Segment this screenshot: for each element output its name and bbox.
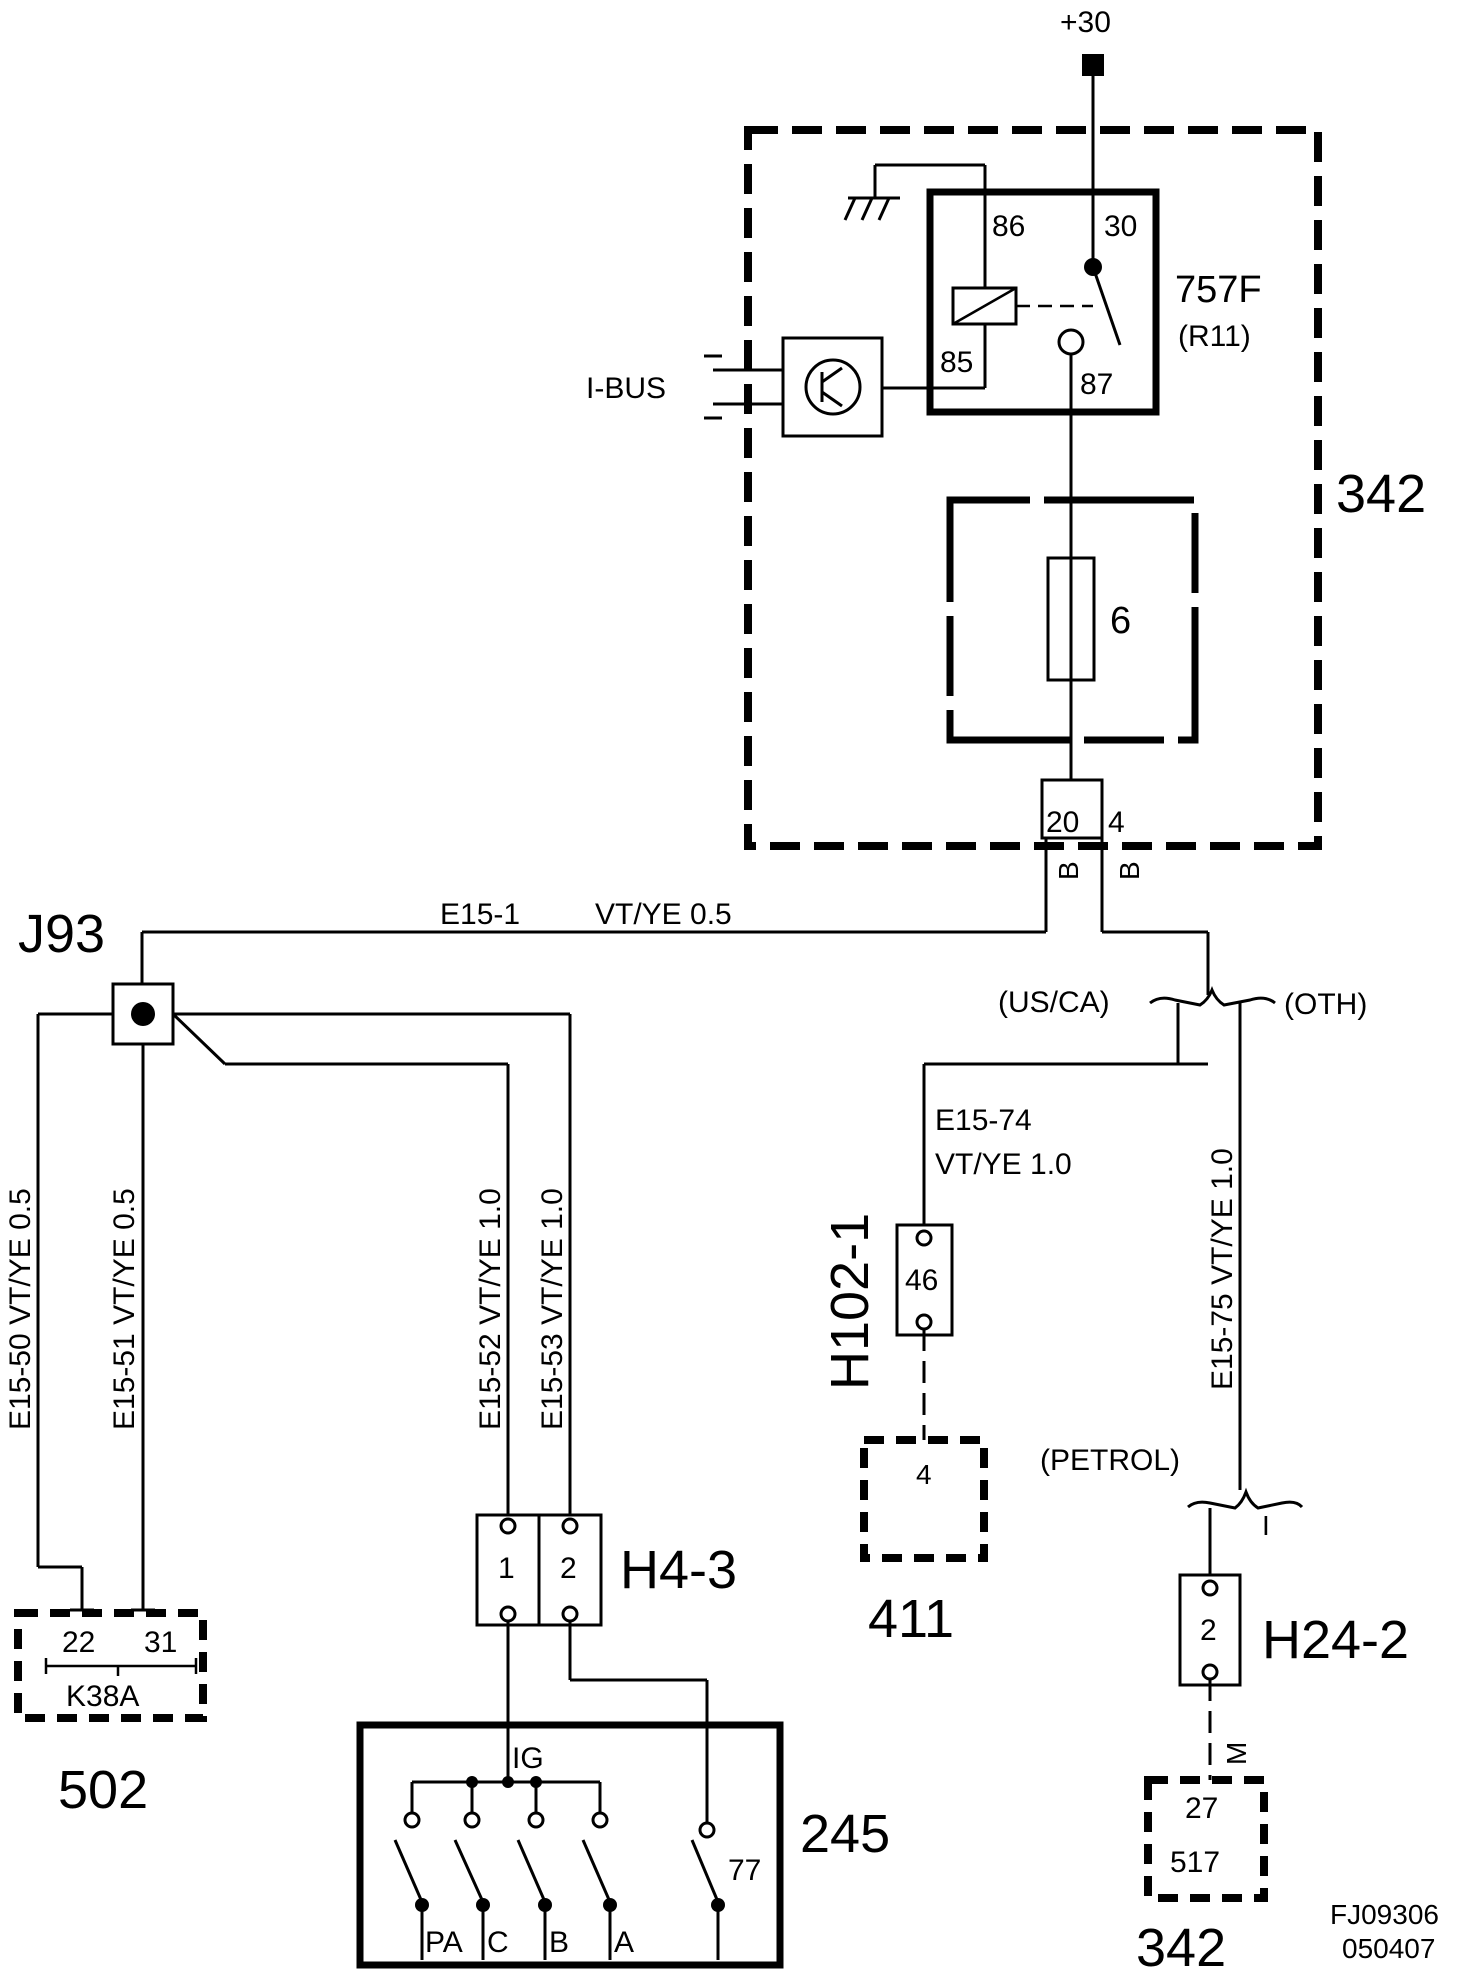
wire-e15-50-label: E15-50 VT/YE 0.5 [4, 1188, 37, 1430]
variant-us-ca: (US/CA) [998, 986, 1110, 1019]
connector-pin-4: 4 [1108, 806, 1125, 839]
relay-pin-30: 30 [1104, 210, 1137, 243]
relay-pin-87: 87 [1080, 368, 1113, 401]
h4-3-label: H4-3 [620, 1540, 737, 1600]
wire-e15-1-spec: VT/YE 0.5 [595, 898, 732, 931]
component-411-box [860, 1436, 988, 1562]
ignition-switch-77 [690, 1839, 720, 1903]
component-517-label: 517 [1170, 1846, 1220, 1879]
component-502-label: 502 [58, 1760, 148, 1820]
component-517-box [1144, 1776, 1268, 1902]
connector-20-4 [1040, 778, 1104, 840]
component-517-pin: 27 [1185, 1792, 1218, 1825]
variant-oth: (OTH) [1284, 988, 1367, 1021]
ignition-a: A [614, 1926, 634, 1959]
component-245-label: 245 [800, 1804, 890, 1864]
relay-pin-86: 86 [992, 210, 1025, 243]
component-411-pin: 4 [916, 1459, 932, 1490]
ignition-77: 77 [728, 1854, 761, 1887]
ignition-b: B [549, 1926, 569, 1959]
relay-pin-85: 85 [940, 346, 973, 379]
relay-contact-87 [1057, 328, 1085, 356]
component-342-bottom-label: 342 [1136, 1918, 1226, 1978]
ibus-label: I-BUS [586, 372, 666, 405]
k38a-pin-22: 22 [62, 1626, 95, 1659]
h102-1-pin: 46 [905, 1264, 938, 1297]
h24-2-code: M [1221, 1742, 1252, 1765]
transistor-icon [804, 358, 862, 416]
ignition-ig: IG [512, 1742, 544, 1775]
component-502-box [14, 1609, 207, 1722]
wire-e15-51-label: E15-51 VT/YE 0.5 [108, 1188, 141, 1430]
relay-name: 757F [1175, 269, 1262, 311]
component-411-label: 411 [868, 1589, 954, 1649]
wire-e15-75-label: E15-75 VT/YE 1.0 [1206, 1148, 1239, 1390]
k38a-pin-31: 31 [144, 1626, 177, 1659]
ignition-switch-b [516, 1839, 547, 1903]
ignition-switch-c [453, 1839, 485, 1903]
petrol-brace [1187, 1487, 1304, 1510]
figure-id-line2: 050407 [1342, 1933, 1435, 1964]
ignition-switch-box [356, 1721, 784, 1969]
component-342-top-label: 342 [1336, 464, 1426, 524]
fuse-holder [946, 496, 1199, 744]
relay-sub: (R11) [1178, 320, 1251, 353]
wire-e15-74-spec: VT/YE 1.0 [935, 1148, 1072, 1181]
wire-e15-1-label: E15-1 [440, 898, 520, 931]
connector-code-right: B [1114, 861, 1145, 880]
wire-e15-74-label: E15-74 [935, 1104, 1032, 1137]
ignition-switch-a [581, 1839, 612, 1903]
h24-2-label: H24-2 [1262, 1610, 1409, 1670]
k38a-label: K38A [66, 1680, 139, 1713]
fuse-number: 6 [1110, 600, 1131, 642]
connector-code-left: B [1053, 861, 1084, 880]
connector-pin-20: 20 [1046, 806, 1079, 839]
component-342-top-box [744, 126, 1322, 850]
h4-3-pin1: 1 [498, 1552, 515, 1585]
variant-tick: I [1262, 1510, 1270, 1541]
wire-e15-53-label: E15-53 VT/YE 1.0 [536, 1188, 569, 1430]
h24-2-pin: 2 [1200, 1614, 1217, 1647]
ignition-switch-pa [393, 1839, 424, 1903]
variant-petrol: (PETROL) [1040, 1444, 1180, 1477]
wire-e15-52-label: E15-52 VT/YE 1.0 [474, 1188, 507, 1430]
splice-label: J93 [18, 904, 105, 964]
transistor-driver-box [781, 336, 884, 438]
supply-label: +30 [1060, 6, 1111, 39]
figure-id-line1: FJ09306 [1330, 1899, 1439, 1930]
ignition-c: C [487, 1926, 509, 1959]
supply-terminal [1082, 54, 1104, 76]
h102-1-label: H102-1 [820, 1213, 880, 1390]
ignition-pa: PA [425, 1926, 463, 1959]
variant-brace [1149, 985, 1276, 1007]
h4-3-pin2: 2 [560, 1552, 577, 1585]
relay-box [926, 188, 1160, 416]
